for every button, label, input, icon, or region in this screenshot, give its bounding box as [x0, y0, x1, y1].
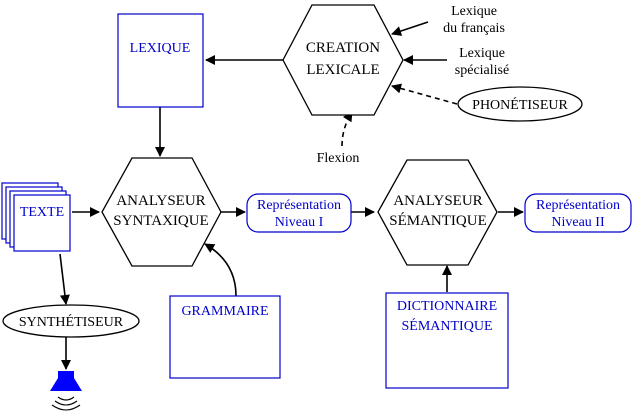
analyseur-semantique-line-1: ANALYSEUR	[393, 193, 482, 209]
edges	[59, 21, 524, 370]
document-stack-icon: TEXTE	[1, 182, 71, 252]
creation-label-line-1: CREATION	[306, 40, 380, 56]
lexique-francais-line-1: Lexique	[451, 4, 497, 19]
creation-lexicale-node: CREATION LEXICALE	[282, 4, 404, 116]
edge-flexion-to-creation	[341, 111, 353, 147]
representation-2-line-2: Niveau II	[551, 215, 605, 230]
creation-label-line-2: LEXICALE	[306, 62, 379, 78]
lexique-label: LEXIQUE	[130, 41, 191, 56]
lexique-node: LEXIQUE	[117, 13, 204, 108]
grammaire-label: GRAMMAIRE	[181, 304, 268, 319]
synthetiseur-label: SYNTHÉTISEUR	[19, 313, 124, 330]
analyseur-syntaxique-line-2: SYNTAXIQUE	[113, 213, 208, 229]
edge-texte-to-synthetiseur	[59, 253, 70, 305]
grammaire-node: GRAMMAIRE	[169, 295, 281, 379]
lexique-specialise-line-1: Lexique	[459, 46, 505, 61]
lexique-francais-source: Lexique du français	[443, 4, 505, 36]
lexique-specialise-source: Lexique spécialisé	[455, 46, 509, 78]
analyseur-semantique-line-2: SÉMANTIQUE	[389, 212, 487, 229]
lexique-specialise-line-2: spécialisé	[455, 63, 509, 78]
texte-label: TEXTE	[20, 205, 64, 220]
representation-1-line-2: Niveau I	[275, 215, 324, 230]
flexion-label: Flexion	[317, 151, 360, 166]
representation-niveau-1-node: Représentation Niveau I	[246, 193, 352, 233]
phonetiseur-node: PHONÉTISEUR	[457, 86, 583, 122]
speaker-icon	[50, 371, 82, 411]
analyseur-semantique-node: ANALYSEUR SÉMANTIQUE	[377, 159, 498, 266]
edge-phonetiseur-to-creation	[391, 83, 458, 105]
representation-2-line-1: Représentation	[536, 198, 620, 213]
synthetiseur-node: SYNTHÉTISEUR	[2, 304, 140, 338]
dictionnaire-semantique-node: DICTIONNAIRE SÉMANTIQUE	[385, 292, 509, 389]
analyseur-syntaxique-line-1: ANALYSEUR	[116, 193, 205, 209]
analyseur-syntaxique-node: ANALYSEUR SYNTAXIQUE	[101, 157, 222, 267]
dictionnaire-line-2: SÉMANTIQUE	[402, 317, 493, 334]
edge-lexique-francais-to-creation	[391, 21, 429, 36]
phonetiseur-label: PHONÉTISEUR	[472, 96, 568, 113]
representation-1-line-1: Représentation	[257, 198, 341, 213]
lexique-francais-line-2: du français	[443, 21, 505, 36]
edge-grammaire-to-analyseur-syntaxique	[204, 243, 237, 297]
dictionnaire-line-1: DICTIONNAIRE	[397, 299, 497, 314]
representation-niveau-2-node: Représentation Niveau II	[524, 193, 632, 233]
